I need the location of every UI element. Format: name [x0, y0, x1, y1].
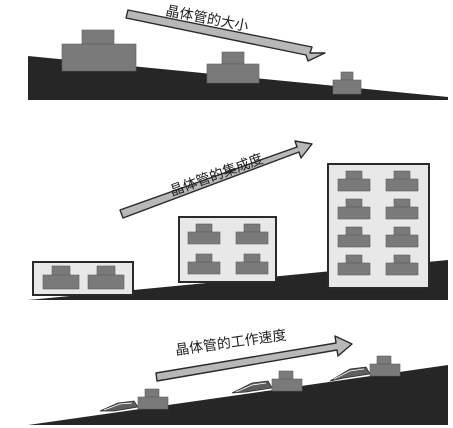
ground-slope — [28, 365, 448, 425]
transistor-small — [332, 71, 362, 95]
trend-arrow — [125, 9, 326, 62]
panel-size: 晶体管的大小 — [28, 3, 448, 100]
transistor-moving-3 — [329, 355, 401, 382]
chip-box-medium — [178, 216, 277, 283]
transistor-medium — [206, 51, 260, 84]
transistor-moving-2 — [231, 370, 303, 394]
trend-arrow — [119, 140, 313, 219]
panel-integration: 晶体管的集成度 — [28, 140, 448, 300]
panel-label: 晶体管的集成度 — [168, 150, 266, 199]
transistor-moving-1 — [99, 388, 169, 412]
chip-box-small — [32, 261, 134, 296]
transistor-large — [61, 29, 137, 72]
chip-box-large — [327, 163, 430, 289]
panel-speed: 晶体管的工作速度 — [28, 328, 448, 425]
trend-arrow — [155, 335, 353, 382]
